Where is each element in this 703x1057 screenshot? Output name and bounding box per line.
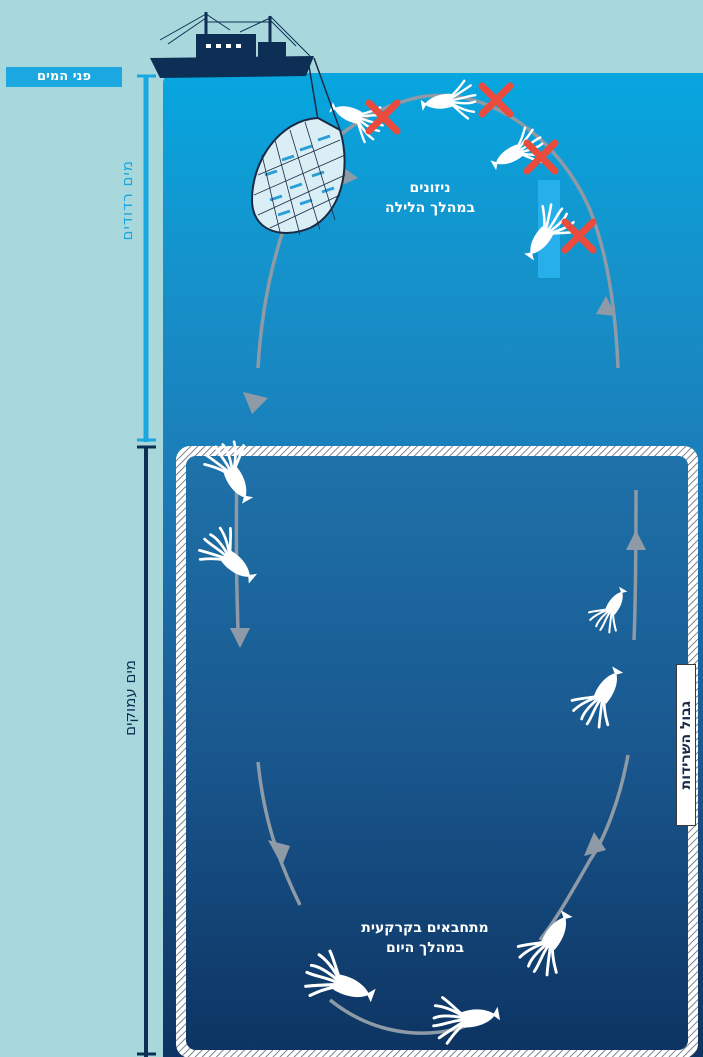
- fishing-boat-icon: [150, 12, 314, 78]
- night-feeding-caption: ניזונים במהלך הלילה: [360, 178, 500, 218]
- night-caption-line2: במהלך הלילה: [360, 198, 500, 218]
- day-caption-line2: במהלך היום: [340, 938, 510, 958]
- squid-icon: [324, 79, 581, 270]
- survival-boundary-text: גבול השרידות: [678, 701, 694, 789]
- survival-boundary-frame: [176, 446, 698, 1057]
- shallow-water-label: מים רדודים: [118, 160, 136, 241]
- night-caption-line1: ניזונים: [360, 178, 500, 198]
- water-surface-label: פני המים: [6, 67, 122, 87]
- day-caption-line1: מתחבאים בקרקעית: [340, 918, 510, 938]
- depth-scale: [137, 76, 156, 1057]
- deep-water-label: מים עמוקים: [121, 660, 139, 736]
- survival-boundary-label: גבול השרידות: [676, 664, 696, 826]
- day-hiding-caption: מתחבאים בקרקעית במהלך היום: [340, 918, 510, 958]
- fishing-net-icon: [252, 58, 345, 235]
